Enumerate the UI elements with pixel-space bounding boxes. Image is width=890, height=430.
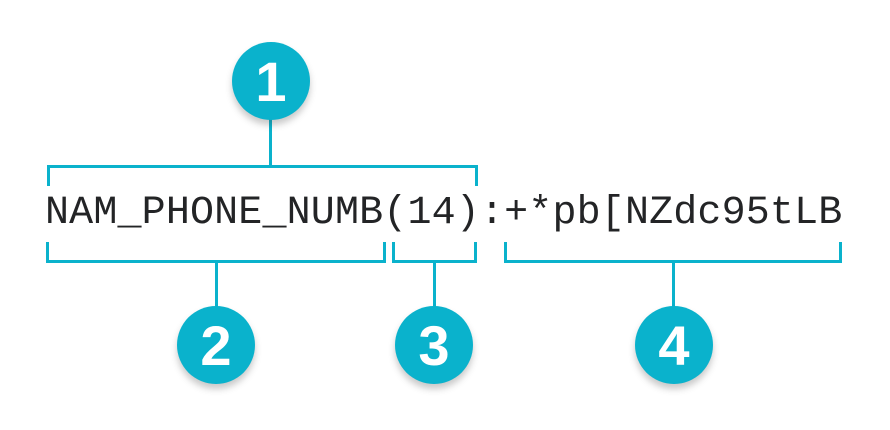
callout-2-connector-line (215, 263, 218, 309)
code-field-name: NAM_PHONE_NUMB (45, 191, 384, 236)
callout-1-bracket (47, 165, 478, 186)
callout-4-number: 4 (658, 313, 690, 377)
callout-2-number: 2 (200, 313, 232, 377)
code-value: +*pb[NZdc95tLB (504, 191, 843, 236)
code-string: NAM_PHONE_NUMB(14):+*pb[NZdc95tLB (45, 192, 842, 236)
callout-1-badge: 1 (232, 42, 310, 120)
code-length: (14) (383, 191, 480, 236)
callout-3-bracket (392, 242, 477, 263)
code-separator: : (479, 191, 505, 236)
callout-1-number: 1 (255, 49, 287, 113)
callout-2-bracket (46, 242, 386, 263)
callout-3-badge: 3 (395, 306, 473, 384)
callout-1-connector-line (269, 116, 272, 166)
callout-2-badge: 2 (177, 306, 255, 384)
callout-4-badge: 4 (635, 306, 713, 384)
callout-4-bracket (504, 242, 842, 263)
callout-3-number: 3 (418, 313, 450, 377)
callout-3-connector-line (433, 263, 436, 309)
callout-4-connector-line (672, 263, 675, 309)
